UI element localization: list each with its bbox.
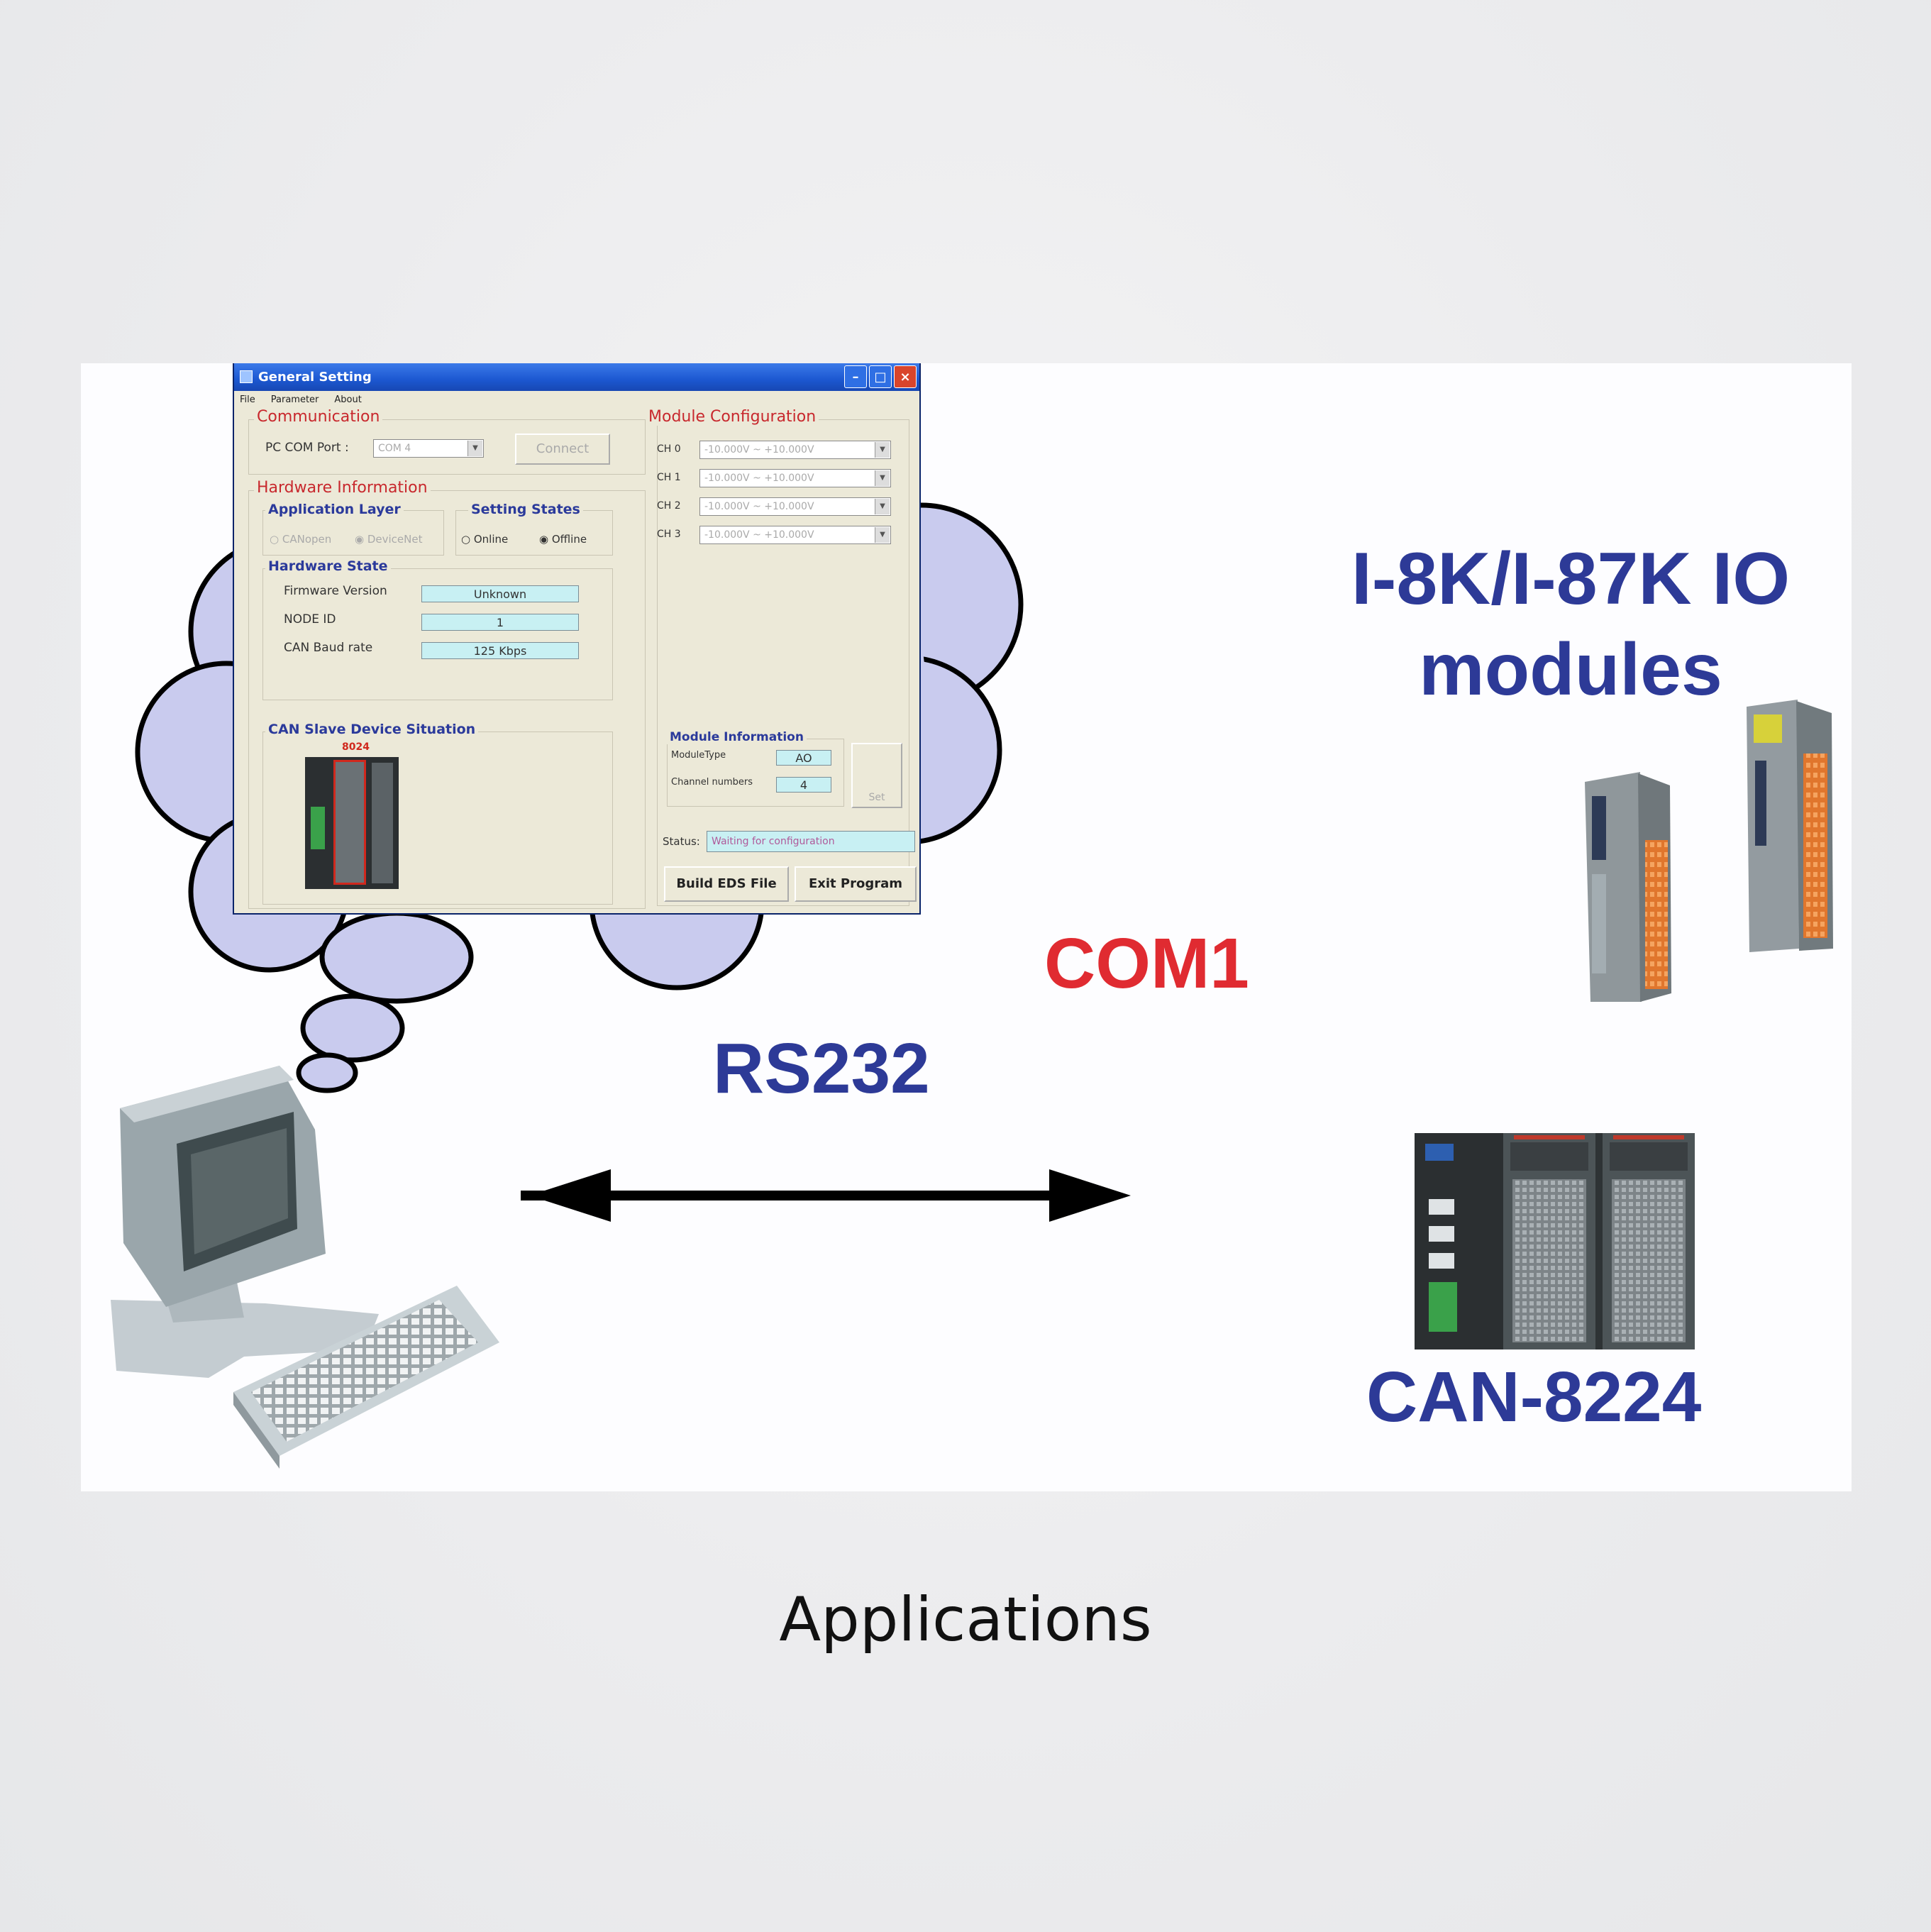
- can-baud-rate-value: 125 Kbps: [421, 642, 579, 659]
- ch2-range-select[interactable]: -10.000V ~ +10.000V▼: [699, 497, 891, 516]
- status-field: Waiting for configuration: [707, 831, 915, 852]
- connect-button[interactable]: Connect: [515, 434, 610, 465]
- menu-parameter[interactable]: Parameter: [270, 394, 319, 405]
- com-port-label: PC COM Port :: [265, 441, 349, 455]
- application-diagram: General Setting – □ × File Parameter Abo…: [81, 363, 1852, 1491]
- hardware-info-group: [248, 490, 646, 909]
- module-info-title: Module Information: [667, 730, 807, 744]
- ch0-range-select[interactable]: -10.000V ~ +10.000V▼: [699, 441, 891, 459]
- node-id-value: 1: [421, 614, 579, 631]
- can-baud-rate-label: CAN Baud rate: [284, 641, 373, 655]
- menu-bar: File Parameter About: [234, 391, 919, 408]
- hardware-info-title: Hardware Information: [254, 479, 431, 497]
- module-type-value: AO: [776, 750, 831, 766]
- ch2-label: CH 2: [657, 500, 681, 512]
- chevron-down-icon: ▼: [875, 442, 890, 458]
- build-eds-button[interactable]: Build EDS File: [664, 866, 789, 902]
- channel-numbers-value: 4: [776, 777, 831, 793]
- can-8224-image: [1415, 1133, 1695, 1349]
- io-modules-image: [1585, 700, 1833, 1002]
- channel-numbers-label: Channel numbers: [671, 777, 753, 788]
- io-modules-label-line2: modules: [1419, 629, 1722, 711]
- radio-offline[interactable]: ◉ Offline: [539, 533, 587, 546]
- hardware-state-title: Hardware State: [265, 558, 391, 574]
- window-titlebar: General Setting – □ ×: [234, 363, 919, 391]
- can-8224-label: CAN-8224: [1366, 1357, 1702, 1437]
- computer-icon: [111, 1066, 499, 1469]
- exit-program-button[interactable]: Exit Program: [795, 866, 917, 902]
- chevron-down-icon: ▼: [875, 470, 890, 486]
- chevron-down-icon: ▼: [875, 527, 890, 543]
- status-label: Status:: [663, 835, 700, 848]
- application-layer-title: Application Layer: [265, 502, 404, 517]
- ch1-label: CH 1: [657, 472, 681, 483]
- minimize-icon[interactable]: –: [844, 365, 867, 388]
- can-slave-device-image: [305, 757, 399, 889]
- module-config-title: Module Configuration: [646, 408, 819, 426]
- node-id-label: NODE ID: [284, 612, 336, 626]
- hardware-state-group: [262, 568, 613, 700]
- app-icon: [240, 370, 253, 383]
- communication-group: [248, 419, 646, 475]
- rs232-double-arrow: [521, 1169, 1131, 1222]
- ch0-label: CH 0: [657, 443, 681, 455]
- ch3-range-select[interactable]: -10.000V ~ +10.000V▼: [699, 526, 891, 544]
- caption: Applications: [779, 1584, 1152, 1655]
- menu-about[interactable]: About: [334, 394, 362, 405]
- module-info-group: [667, 739, 844, 807]
- can-slave-device-label: 8024: [342, 741, 370, 753]
- radio-devicenet[interactable]: ◉ DeviceNet: [355, 533, 423, 546]
- can-slave-title: CAN Slave Device Situation: [265, 722, 479, 737]
- io-modules-label: I-8K/I-87K IO modules: [1287, 534, 1852, 715]
- communication-title: Communication: [254, 408, 383, 426]
- set-button[interactable]: Set: [851, 743, 902, 808]
- module-type-label: ModuleType: [671, 750, 726, 761]
- firmware-version-value: Unknown: [421, 585, 579, 602]
- radio-canopen[interactable]: ○ CANopen: [270, 533, 332, 546]
- setting-states-title: Setting States: [468, 502, 583, 517]
- com1-label: COM1: [1044, 924, 1249, 1003]
- firmware-version-label: Firmware Version: [284, 584, 387, 598]
- general-setting-window: General Setting – □ × File Parameter Abo…: [233, 363, 921, 915]
- chevron-down-icon: ▼: [467, 441, 482, 456]
- window-title: General Setting: [258, 369, 372, 385]
- chevron-down-icon: ▼: [875, 499, 890, 514]
- ch1-range-select[interactable]: -10.000V ~ +10.000V▼: [699, 469, 891, 487]
- maximize-icon[interactable]: □: [869, 365, 892, 388]
- radio-online[interactable]: ○ Online: [461, 533, 509, 546]
- rs232-label: RS232: [713, 1029, 930, 1108]
- menu-file[interactable]: File: [240, 394, 255, 405]
- ch3-label: CH 3: [657, 529, 681, 540]
- io-modules-label-line1: I-8K/I-87K IO: [1351, 538, 1791, 620]
- close-icon[interactable]: ×: [894, 365, 917, 388]
- com-port-select[interactable]: COM 4▼: [373, 439, 484, 458]
